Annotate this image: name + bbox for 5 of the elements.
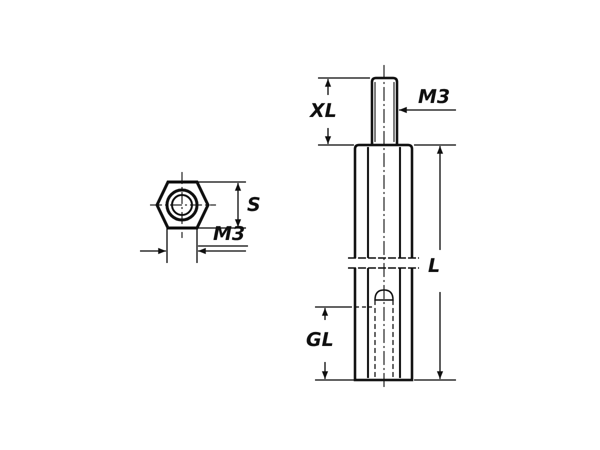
- dimension-label: GL: [306, 330, 334, 350]
- dimension-label: S: [247, 195, 261, 215]
- dimension-label: L: [428, 256, 440, 276]
- dimension-label: M3: [418, 87, 450, 107]
- dimension-label: XL: [310, 101, 337, 121]
